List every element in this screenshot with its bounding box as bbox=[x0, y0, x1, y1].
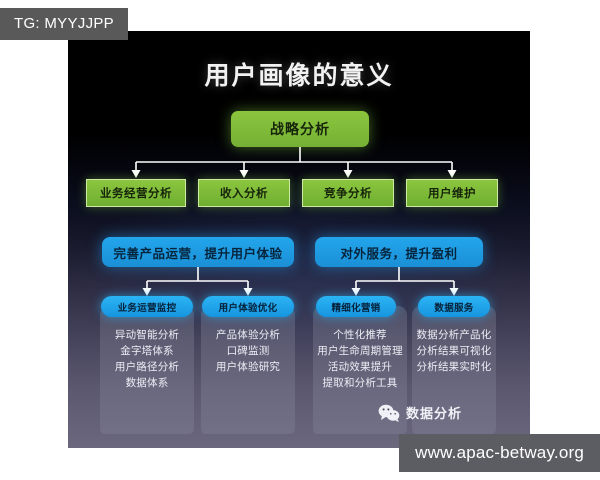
column-pill-2-label: 精细化营销 bbox=[331, 302, 381, 314]
wechat-footer: 数据分析 bbox=[378, 403, 462, 422]
column-panel-1 bbox=[201, 306, 295, 434]
column-pill-0: 业务运营监控 bbox=[101, 296, 193, 317]
tg-watermark-badge: TG: MYYJJPP bbox=[0, 8, 128, 40]
column-items-0: 异动智能分析 金字塔体系 用户路径分析 数据体系 bbox=[100, 327, 194, 391]
node-level3-right: 对外服务，提升盈利 bbox=[315, 237, 483, 267]
node-level3-left-label: 完善产品运营，提升用户体验 bbox=[113, 245, 283, 261]
list-item: 分析结果可视化 bbox=[416, 345, 492, 357]
url-watermark-badge: www.apac-betway.org bbox=[399, 434, 600, 472]
node-level2-1-label: 收入分析 bbox=[220, 186, 268, 200]
list-item: 数据分析产品化 bbox=[416, 329, 492, 341]
node-root-strategy-analysis: 战略分析 bbox=[231, 111, 369, 147]
column-items-3: 数据分析产品化 分析结果可视化 分析结果实时化 bbox=[410, 327, 498, 375]
column-panel-0 bbox=[100, 306, 194, 434]
column-pill-3: 数据服务 bbox=[418, 296, 490, 317]
list-item: 金字塔体系 bbox=[120, 345, 174, 357]
list-item: 产品体验分析 bbox=[215, 329, 281, 341]
list-item: 数据体系 bbox=[125, 377, 169, 389]
node-level2-2-label: 竞争分析 bbox=[324, 186, 372, 200]
slide-image: 用户画像的意义 战略分析 业务经营分析 收入分析 竞争分析 用户维护 完善产品运 bbox=[68, 31, 530, 448]
node-level3-left: 完善产品运营，提升用户体验 bbox=[102, 237, 294, 267]
node-level2-3-label: 用户维护 bbox=[428, 186, 476, 200]
list-item: 用户生命周期管理 bbox=[317, 345, 403, 357]
list-item: 用户路径分析 bbox=[114, 361, 180, 373]
slide-title: 用户画像的意义 bbox=[204, 61, 394, 90]
node-level2-0-label: 业务经营分析 bbox=[100, 186, 172, 200]
column-pill-1: 用户体验优化 bbox=[202, 296, 294, 317]
list-item: 用户体验研究 bbox=[215, 361, 281, 373]
list-item: 分析结果实时化 bbox=[416, 361, 492, 373]
node-level2-0: 业务经营分析 bbox=[86, 179, 186, 207]
column-pill-1-label: 用户体验优化 bbox=[218, 302, 278, 314]
column-items-1: 产品体验分析 口碑监测 用户体验研究 bbox=[201, 327, 295, 375]
list-item: 提取和分析工具 bbox=[322, 377, 398, 389]
node-level2-3: 用户维护 bbox=[406, 179, 498, 207]
node-root-label: 战略分析 bbox=[270, 122, 330, 138]
list-item: 异动智能分析 bbox=[114, 329, 180, 341]
column-items-2: 个性化推荐 用户生命周期管理 活动效果提升 提取和分析工具 bbox=[309, 327, 411, 391]
list-item: 口碑监测 bbox=[226, 345, 270, 357]
wechat-account-name: 数据分析 bbox=[406, 407, 463, 422]
node-level2-2: 竞争分析 bbox=[302, 179, 394, 207]
column-pill-0-label: 业务运营监控 bbox=[117, 302, 177, 314]
column-pill-2: 精细化营销 bbox=[316, 296, 396, 317]
column-pill-3-label: 数据服务 bbox=[434, 302, 474, 314]
wechat-icon bbox=[378, 404, 400, 422]
node-level2-1: 收入分析 bbox=[198, 179, 290, 207]
list-item: 活动效果提升 bbox=[327, 361, 393, 373]
list-item: 个性化推荐 bbox=[333, 329, 387, 341]
node-level3-right-label: 对外服务，提升盈利 bbox=[340, 245, 458, 261]
column-panel-3 bbox=[412, 306, 496, 434]
